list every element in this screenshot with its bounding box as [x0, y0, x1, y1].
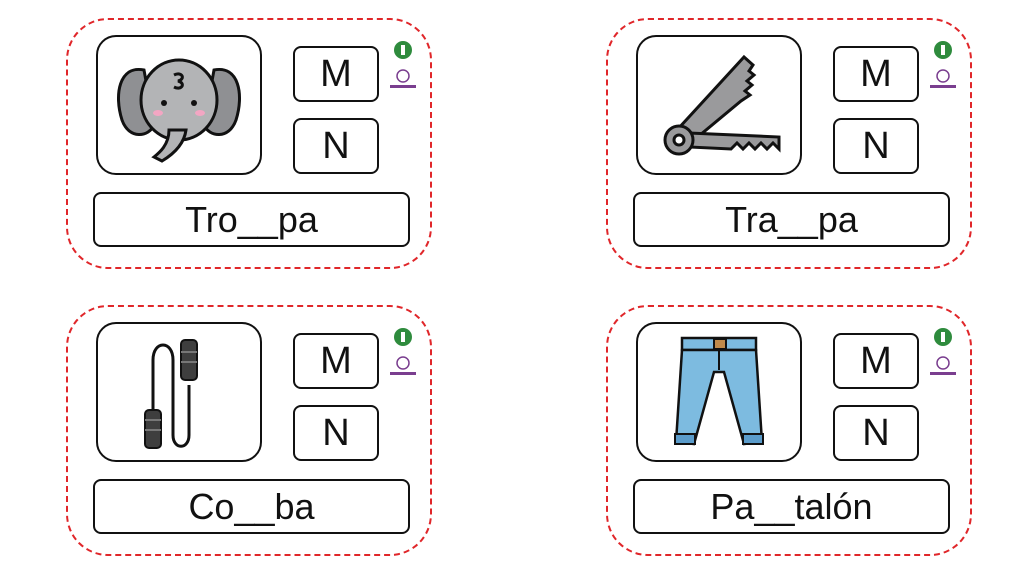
option-n-button[interactable]: N	[293, 118, 379, 174]
green-logo-icon	[394, 41, 412, 59]
green-logo-icon	[934, 41, 952, 59]
purple-logo-icon	[930, 356, 956, 375]
elephant-icon	[117, 58, 241, 163]
purple-logo-icon	[390, 356, 416, 375]
word-blank: Tro__pa	[93, 192, 410, 247]
tongs-icon	[663, 54, 781, 156]
picture-frame	[636, 35, 802, 175]
card-elephant: M N Tro__pa	[66, 18, 432, 269]
purple-logo-icon	[390, 69, 416, 88]
option-n-button[interactable]: N	[833, 405, 919, 461]
card-pants: M N Pa__talón	[606, 305, 972, 556]
green-logo-icon	[934, 328, 952, 346]
option-n-button[interactable]: N	[293, 405, 379, 461]
option-m-button[interactable]: M	[293, 46, 379, 102]
option-m-button[interactable]: M	[833, 46, 919, 102]
card-tongs: M N Tra__pa	[606, 18, 972, 269]
option-n-button[interactable]: N	[833, 118, 919, 174]
picture-frame	[636, 322, 802, 462]
green-logo-icon	[394, 328, 412, 346]
word-blank: Tra__pa	[633, 192, 950, 247]
option-m-button[interactable]: M	[833, 333, 919, 389]
pants-icon	[674, 336, 764, 445]
picture-frame	[96, 322, 262, 462]
word-blank: Co__ba	[93, 479, 410, 534]
picture-frame	[96, 35, 262, 175]
option-m-button[interactable]: M	[293, 333, 379, 389]
jump-rope-icon	[144, 338, 198, 449]
card-jump-rope: M N Co__ba	[66, 305, 432, 556]
word-blank: Pa__talón	[633, 479, 950, 534]
purple-logo-icon	[930, 69, 956, 88]
